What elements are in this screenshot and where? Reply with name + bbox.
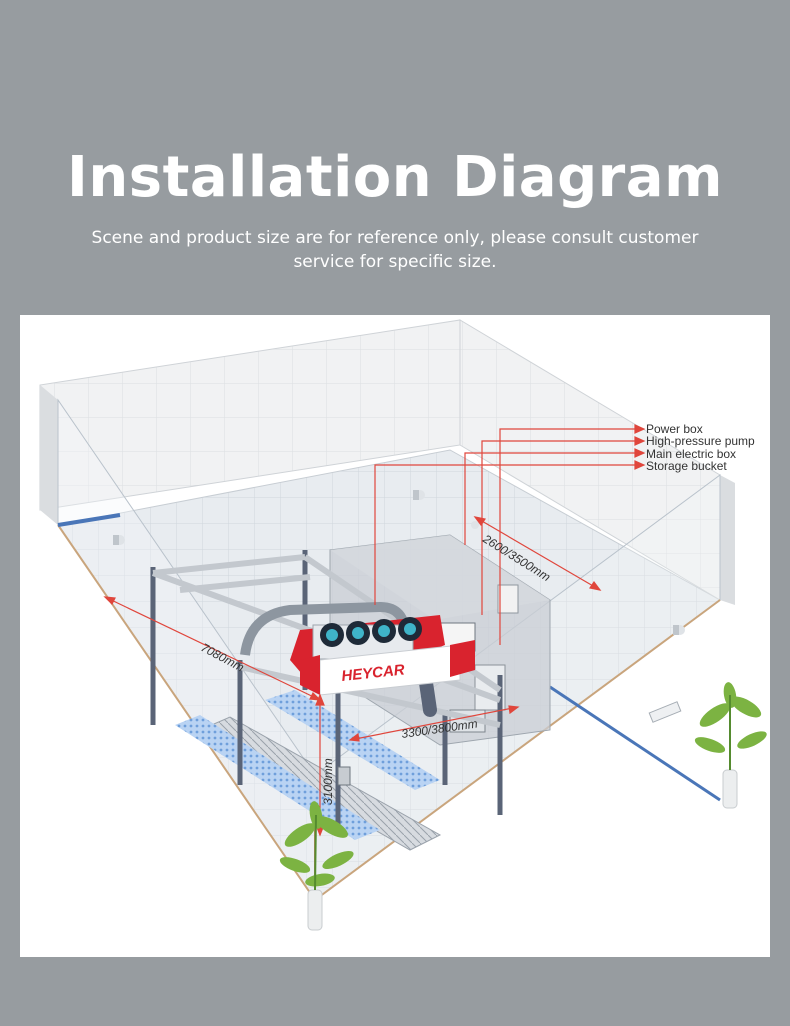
brush-unit [290,615,475,696]
legend-high-pressure-pump: High-pressure pump [646,434,755,448]
wall-lamp-icon [471,521,479,529]
legend-main-electric-box: Main electric box [646,447,736,461]
wheel-guide-left [175,715,380,840]
dimension-height-label: 3100mm [321,758,335,805]
control-box [337,766,351,786]
dimension-lines [103,424,646,837]
legend-power-box: Power box [646,422,703,436]
page-subtitle: Scene and product size are for reference… [91,228,699,272]
legend-storage-bucket: Storage bucket [646,459,727,473]
wall-lamp-icon [413,490,425,500]
wall-lamp-icon [113,535,125,545]
power-box [497,584,519,614]
page-title: Installation Diagram [67,145,723,210]
potted-plant-right [694,682,767,809]
brand-logo-text: HEYCAR [341,661,406,685]
floor-sink [648,701,682,723]
installation-diagram-panel: HEYCAR [20,315,770,957]
potted-plant-left [279,801,354,931]
installation-diagram: HEYCAR [39,319,767,931]
wall-lamp-icon [673,625,685,635]
